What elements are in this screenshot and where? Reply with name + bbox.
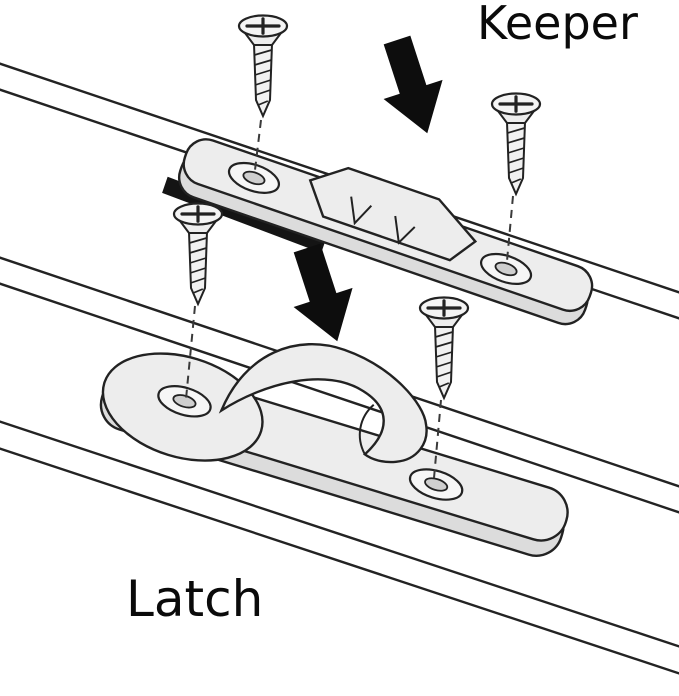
keeper-bridge-notches [350,196,416,245]
phillips-screw-icon [237,13,289,118]
down-arrow-icon [277,238,367,351]
keeper-part [162,138,594,326]
phillips-screw-icon [490,91,542,196]
down-arrow-icon [367,30,457,143]
alignment-guide-lines [185,119,514,479]
phillips-screw-icon [172,201,224,306]
keeper-label: Keeper [477,0,638,50]
screw-hole [408,468,464,501]
screw-hole [157,385,212,418]
screw-hole [480,252,533,285]
sash-rail-line [0,420,679,648]
alignment-guide-line [185,305,196,400]
latch-label: Latch [126,570,264,628]
alignment-guide-line [506,195,514,262]
screw-hole [227,161,281,194]
keeper-bridge [308,166,478,262]
phillips-screw-icon [418,295,470,400]
sash-rail-line [0,447,679,675]
latch-cam-inner-edge [358,404,375,455]
latch-part [99,342,569,557]
sash-rail-line [0,282,679,514]
latch-cam-lever [218,342,428,464]
